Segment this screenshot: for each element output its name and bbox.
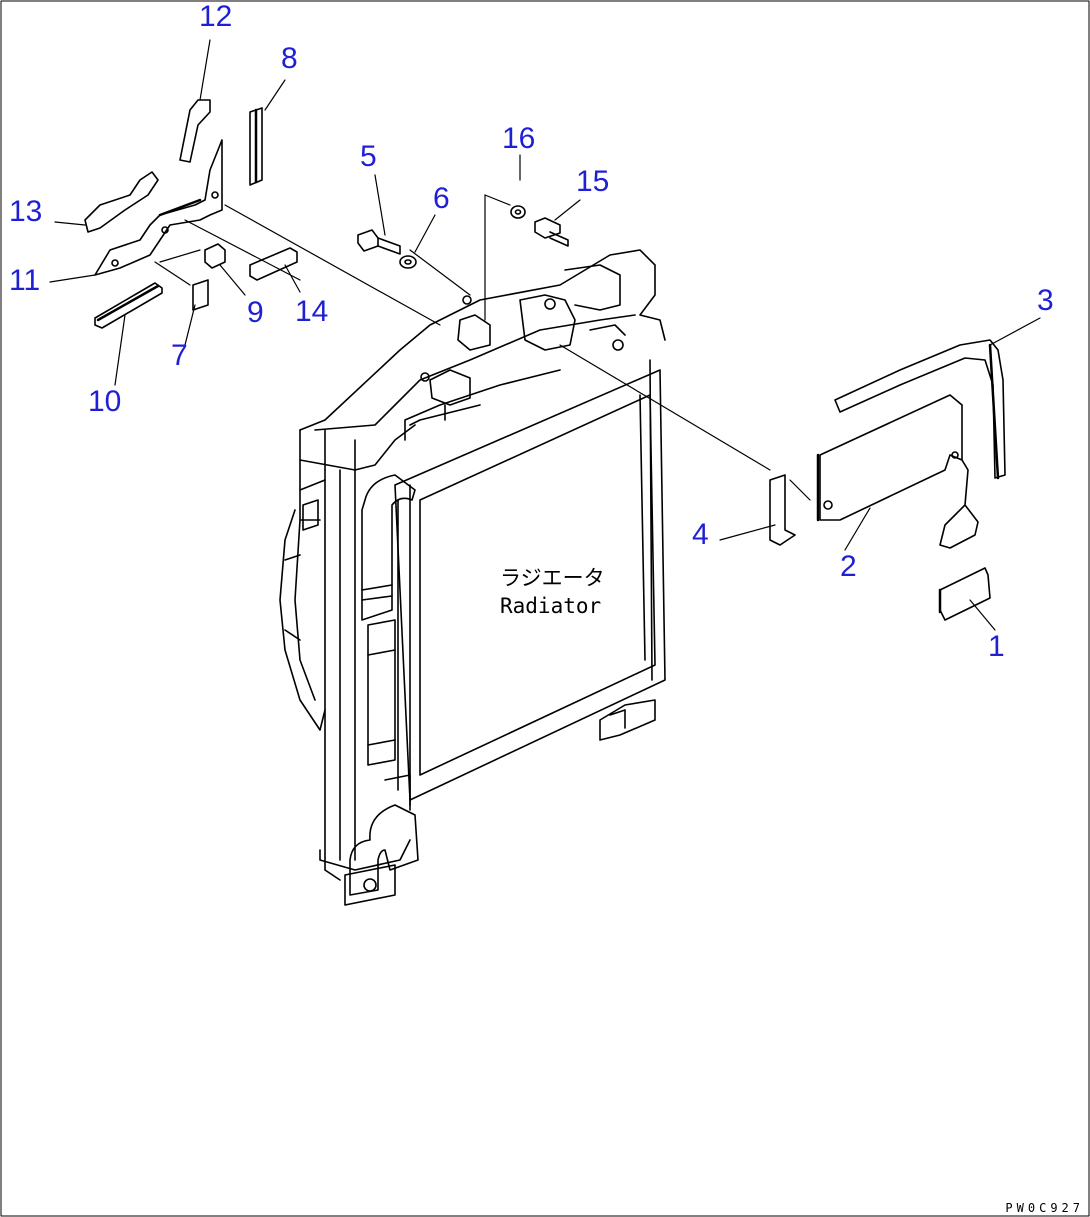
callout-13: 13 [9,195,43,228]
drawing-code: PW0C927 [1005,1201,1084,1215]
radiator-label-en: Radiator [500,594,602,618]
callout-10: 10 [88,385,122,418]
callout-3: 3 [1037,284,1054,317]
callout-9: 9 [247,296,264,329]
callout-8: 8 [281,42,298,75]
radiator-assembly [279,249,666,906]
leader-lines [49,39,1041,631]
callout-11: 11 [9,264,41,297]
callout-6: 6 [433,182,450,215]
callout-16: 16 [502,122,536,155]
callout-5: 5 [360,140,377,173]
callout-12: 12 [199,0,233,33]
callout-14: 14 [295,295,329,328]
loose-parts [84,99,1006,621]
callout-4: 4 [692,518,709,551]
radiator-label-jp: ラジエータ [500,566,605,590]
callout-7: 7 [171,339,188,372]
callout-15: 15 [576,165,610,198]
callout-2: 2 [840,550,857,583]
callout-1: 1 [988,630,1005,663]
